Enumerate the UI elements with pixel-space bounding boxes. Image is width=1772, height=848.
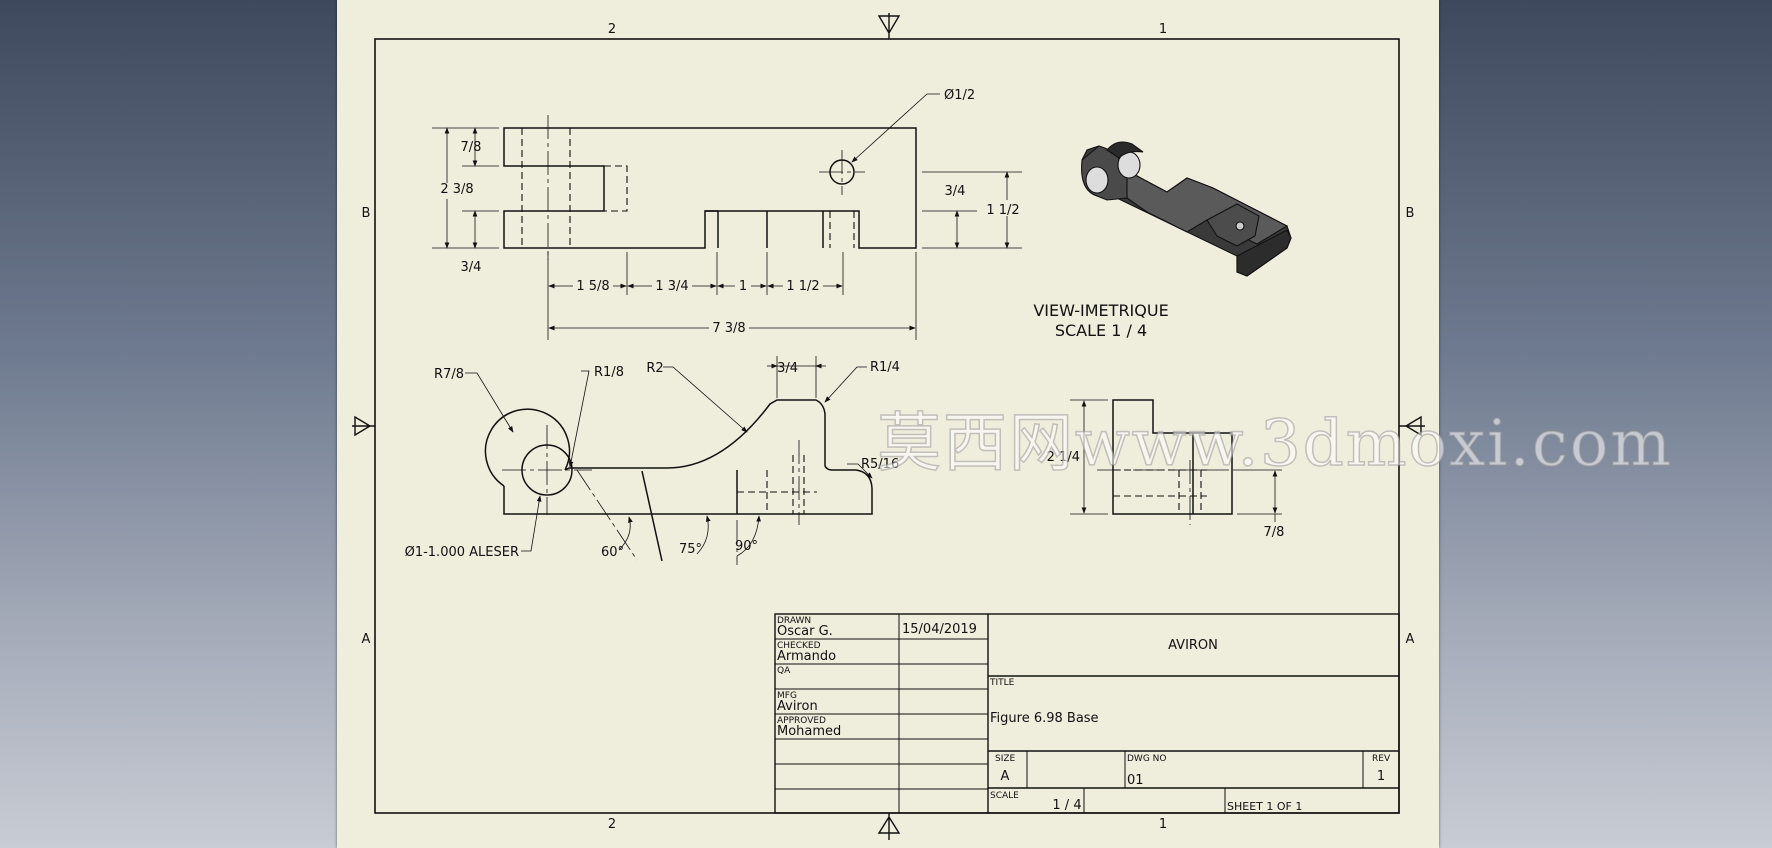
title-label: TITLE [989,678,1015,688]
rev-value: 1 [1377,769,1385,784]
size-label: SIZE [995,754,1016,764]
zone-label-left-upper: B [362,206,371,221]
title-block-text: DRAWN Oscar G. 15/04/2019 CHECKED Armand… [777,616,1391,813]
scale-value: 1 / 4 [1052,798,1081,813]
dim-bore: Ø1-1.000 ALESER [405,545,519,560]
iso-view-title: VIEW-IMETRIQUE [1033,301,1168,320]
dim-r-7-8: R7/8 [434,367,464,382]
drawing-canvas: 2 1 2 1 B A B A [352,13,1425,840]
top-view [484,399,873,565]
company-name: AVIRON [1168,638,1218,653]
drawn-label: DRAWN [777,616,811,626]
dim-r-1-4: R1/4 [870,360,900,375]
dim-7-3-8: 7 3/8 [712,321,745,336]
zone-label-left-lower: A [362,632,371,647]
zone-label-bottom-left: 2 [608,817,616,832]
rev-label: REV [1372,754,1391,764]
mfg-name: Aviron [777,699,818,714]
dim-r-2: R2 [646,361,663,376]
dim-2-3-8: 2 3/8 [440,182,473,197]
front-view-dimensions [432,93,1022,340]
top-view-dimension-text: R7/8 R1/8 R2 3/4 R1/4 R5/16 Ø1-1.000 ALE… [405,360,900,560]
zone-label-right-lower: A [1406,632,1415,647]
side-view [1097,399,1237,525]
checked-name: Armando [777,649,836,664]
dim-1-3-4: 1 3/4 [655,279,688,294]
dim-hole-diameter: Ø1/2 [944,88,975,103]
dim-3-4-right: 3/4 [945,184,966,199]
dim-3-4-bottom: 3/4 [461,260,482,275]
isometric-view [1081,141,1292,277]
size-value: A [1001,769,1010,784]
dim-r-1-8: R1/8 [594,365,624,380]
side-view-dimensions [1070,399,1282,522]
side-view-dimension-text: 2 1/4 7/8 [1047,450,1285,540]
checked-label: CHECKED [777,641,821,651]
mfg-label: MFG [777,691,797,701]
front-view-dimension-text: 7/8 2 3/8 3/4 Ø1/2 3/4 1 1/2 1 5/8 1 3/4… [440,88,1021,336]
scale-label: SCALE [990,791,1019,801]
dim-1-5-8: 1 5/8 [576,279,609,294]
front-view [503,115,917,260]
drawing-sheet: 2 1 2 1 B A B A [337,0,1672,848]
dwg-no-label: DWG NO [1127,754,1166,764]
dim-7-8-top: 7/8 [461,140,482,155]
approved-name: Mohamed [777,724,841,739]
centering-marks [352,13,1425,840]
drawn-date: 15/04/2019 [902,622,977,637]
dim-7-8-side: 7/8 [1264,525,1285,540]
dwg-no-value: 01 [1127,773,1144,788]
zone-label-top-right: 1 [1159,22,1167,37]
title-block [774,613,1400,814]
dim-3-4-lug: 3/4 [777,361,798,376]
sheet-number: SHEET 1 OF 1 [1227,800,1302,813]
drawing-border [374,38,1400,814]
dim-angle-60: 60° [601,545,624,560]
dim-1-1-2-right: 1 1/2 [986,203,1019,218]
approved-label: APPROVED [777,716,826,726]
qa-label: QA [777,666,791,676]
drawn-name: Oscar G. [777,624,833,639]
zone-label-right-upper: B [1406,206,1415,221]
dim-angle-75: 75° [679,542,702,557]
dim-1-1-2-bottom: 1 1/2 [786,279,819,294]
dim-1: 1 [739,279,747,294]
dim-2-1-4: 2 1/4 [1047,450,1080,465]
iso-view-scale: SCALE 1 / 4 [1055,321,1147,340]
top-view-dimensions [465,356,873,557]
drawing-title: Figure 6.98 Base [990,711,1099,726]
dim-r-5-16: R5/16 [861,457,899,472]
zone-label-top-left: 2 [608,22,616,37]
dim-angle-90: 90° [735,539,758,554]
zone-label-bottom-right: 1 [1159,817,1167,832]
